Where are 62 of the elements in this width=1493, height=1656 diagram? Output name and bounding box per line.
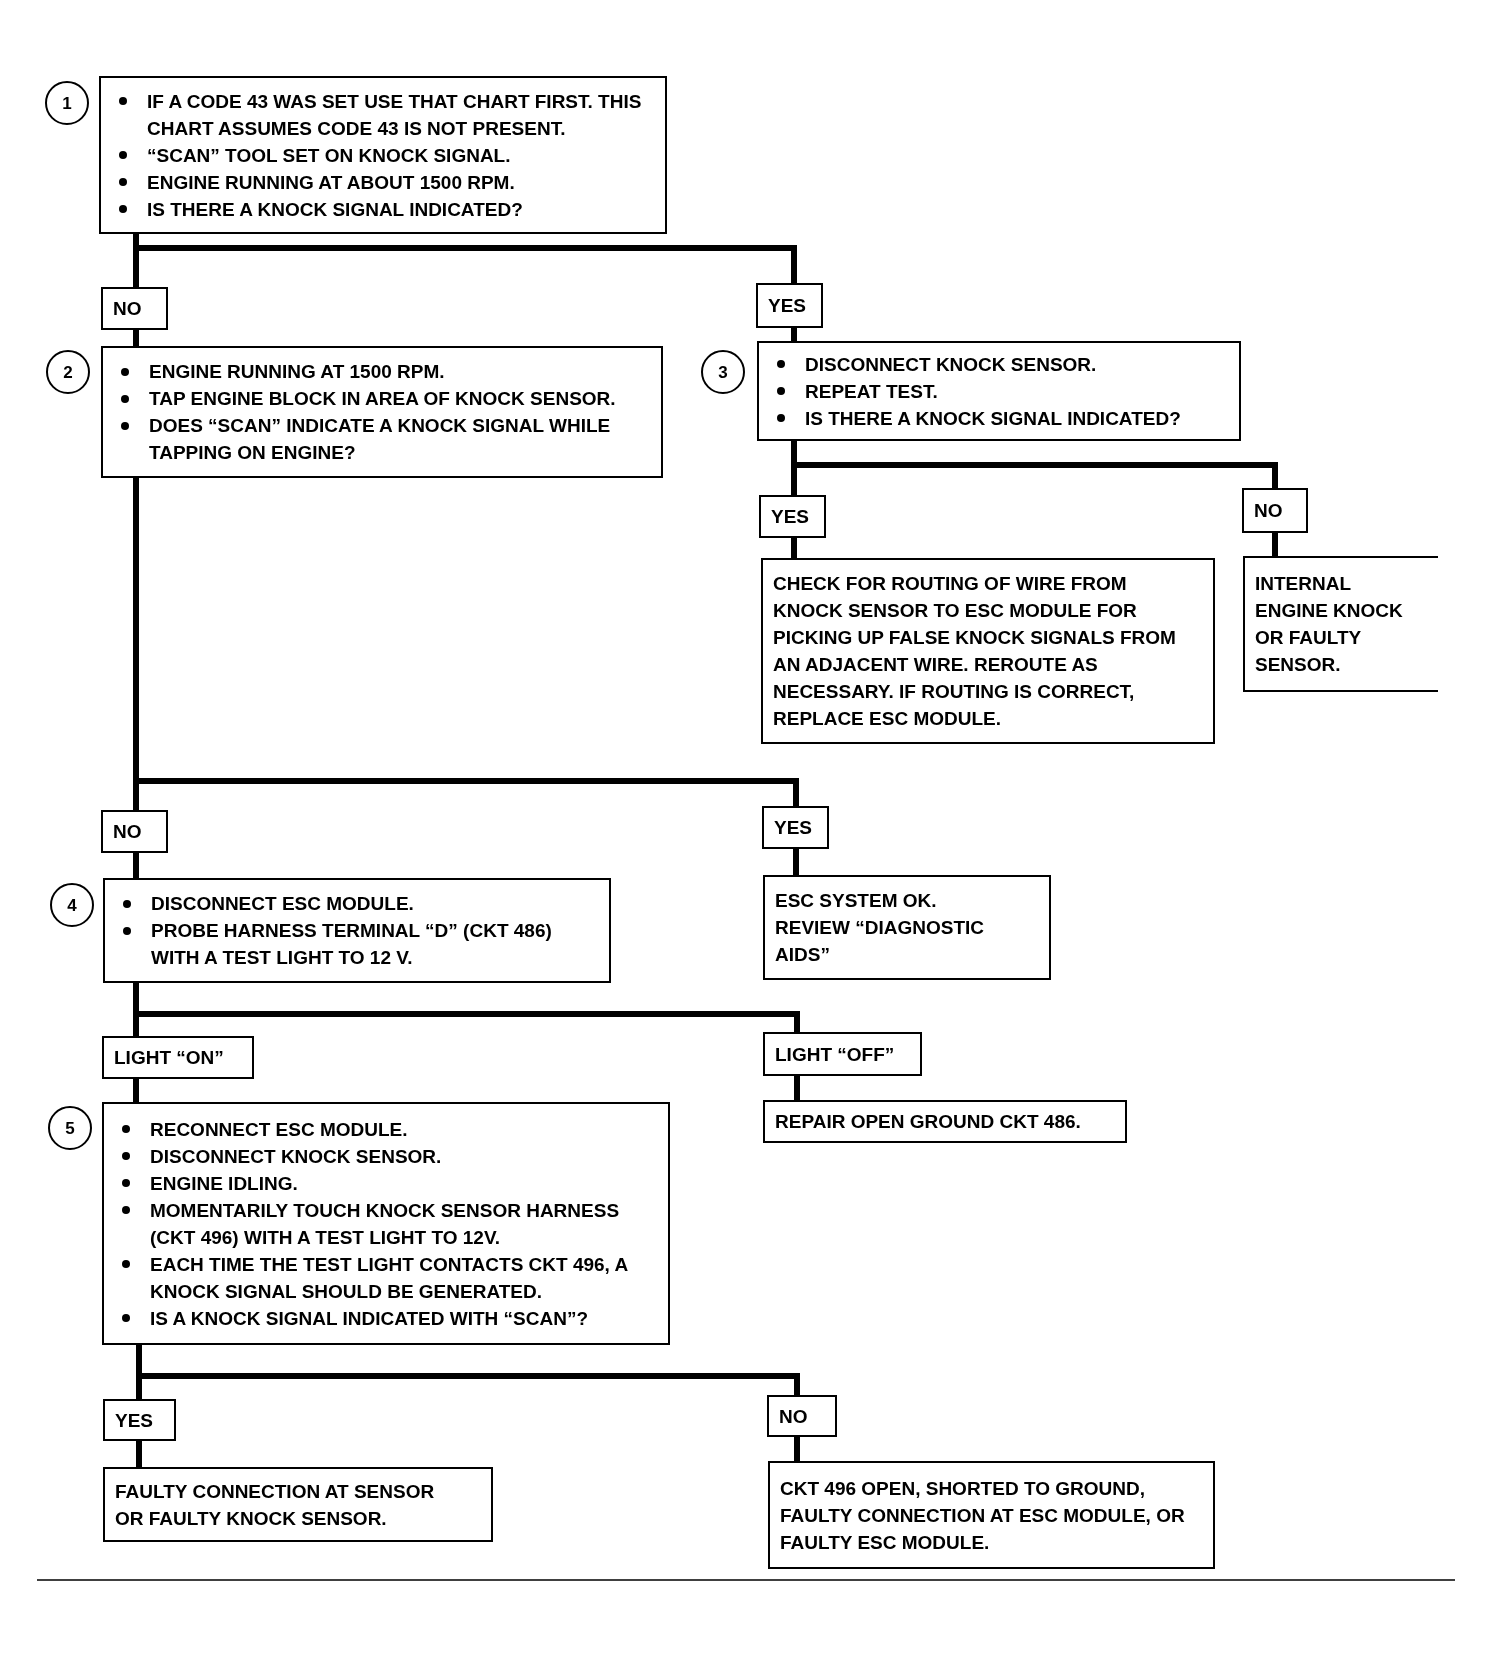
step-box bbox=[101, 346, 663, 478]
connector-line bbox=[136, 1441, 142, 1467]
result-box bbox=[1243, 556, 1438, 692]
result-box bbox=[768, 1461, 1215, 1569]
branch-label: NO bbox=[101, 287, 168, 330]
connector-line bbox=[133, 330, 139, 346]
result-text: INTERNAL ENGINE KNOCK OR FAULTY SENSOR. bbox=[1255, 572, 1404, 677]
result-text: CKT 496 OPEN, SHORTED TO GROUND, FAULTY CONNECTION AT ESC MODULE, OR FAULTY ESC MODULE. bbox=[780, 1476, 1186, 1555]
branch-label: LIGHT “ON” bbox=[102, 1036, 254, 1079]
instruction-text: IS THERE A KNOCK SIGNAL INDICATED? bbox=[805, 406, 1181, 431]
result-text: REVIEW “DIAGNOSTIC AIDS” bbox=[775, 916, 985, 967]
instruction-text: ENGINE IDLING. bbox=[150, 1171, 298, 1196]
step-box bbox=[757, 341, 1241, 441]
connector-line bbox=[794, 1437, 800, 1461]
result-box bbox=[761, 558, 1215, 744]
branch-label: LIGHT “OFF” bbox=[763, 1032, 922, 1076]
branch-label: NO bbox=[1242, 488, 1308, 533]
instruction-text: REPEAT TEST. bbox=[805, 379, 938, 404]
instruction-text: DOES “SCAN” INDICATE A KNOCK SIGNAL WHILE TAPPING ON ENGINE? bbox=[149, 414, 612, 465]
connector-line bbox=[794, 1076, 800, 1100]
instruction-text: DISCONNECT KNOCK SENSOR. bbox=[150, 1144, 442, 1169]
instruction-text: ENGINE RUNNING AT ABOUT 1500 RPM. bbox=[147, 170, 515, 195]
connector-line bbox=[1272, 533, 1278, 556]
connector-line bbox=[791, 538, 797, 558]
result-text: FAULTY CONNECTION AT SENSOR OR FAULTY KNOCK SENSOR. bbox=[115, 1479, 436, 1531]
step-number: 4 bbox=[50, 883, 94, 927]
connector-line bbox=[791, 328, 797, 341]
result-text: REPAIR OPEN GROUND CKT 486. bbox=[775, 1110, 1082, 1134]
connector-line bbox=[133, 853, 139, 878]
branch-label: YES bbox=[756, 283, 823, 328]
step-box bbox=[99, 76, 667, 234]
branch-label: YES bbox=[103, 1399, 176, 1441]
connector-line bbox=[133, 1079, 139, 1102]
branch-label: YES bbox=[759, 495, 826, 538]
instruction-text: “SCAN” TOOL SET ON KNOCK SIGNAL. bbox=[147, 143, 511, 168]
branch-label: NO bbox=[767, 1395, 837, 1437]
branch-label: NO bbox=[101, 810, 168, 853]
step-number: 2 bbox=[46, 350, 90, 394]
instruction-text: DISCONNECT KNOCK SENSOR. bbox=[805, 352, 1097, 377]
instruction-text: IS A KNOCK SIGNAL INDICATED WITH “SCAN”? bbox=[150, 1306, 589, 1331]
instruction-text: MOMENTARILY TOUCH KNOCK SENSOR HARNESS (CKT 496) WITH A TEST LIGHT TO 12V. bbox=[150, 1198, 621, 1250]
result-text: CHECK FOR ROUTING OF WIRE FROM KNOCK SENSOR TO ESC MODULE FOR PICKING UP FALSE KNOCK SIGNALS FROM AN ADJACENT WIRE. REROUTE AS NECESSARY. IF ROUTING IS CORRECT, REPLACE ESC MODULE. bbox=[773, 572, 1177, 731]
step-number: 5 bbox=[48, 1106, 92, 1150]
connector-line bbox=[793, 849, 799, 875]
instruction-text: ENGINE RUNNING AT 1500 RPM. bbox=[149, 360, 445, 384]
connector-line bbox=[791, 441, 1278, 488]
step-box bbox=[102, 1102, 670, 1345]
step-number: 1 bbox=[45, 81, 89, 125]
instruction-text: IS THERE A KNOCK SIGNAL INDICATED? bbox=[147, 197, 523, 222]
instruction-text: IF A CODE 43 WAS SET USE THAT CHART FIRST. THIS CHART ASSUMES CODE 43 IS NOT PRESENT. bbox=[147, 89, 643, 141]
step-box bbox=[103, 878, 611, 983]
instruction-text: RECONNECT ESC MODULE. bbox=[150, 1117, 408, 1142]
branch-label: YES bbox=[762, 806, 829, 849]
instruction-text: TAP ENGINE BLOCK IN AREA OF KNOCK SENSOR. bbox=[149, 387, 616, 411]
result-box bbox=[763, 875, 1051, 980]
result-text: ESC SYSTEM OK. bbox=[775, 889, 938, 913]
instruction-text: EACH TIME THE TEST LIGHT CONTACTS CKT 496, A KNOCK SIGNAL SHOULD BE GENERATED. bbox=[150, 1252, 629, 1304]
instruction-text: DISCONNECT ESC MODULE. bbox=[151, 892, 414, 916]
step-number: 3 bbox=[701, 350, 745, 394]
instruction-text: PROBE HARNESS TERMINAL “D” (CKT 486) WITH A TEST LIGHT TO 12 V. bbox=[151, 919, 553, 970]
result-box bbox=[763, 1100, 1127, 1143]
result-box bbox=[103, 1467, 493, 1542]
